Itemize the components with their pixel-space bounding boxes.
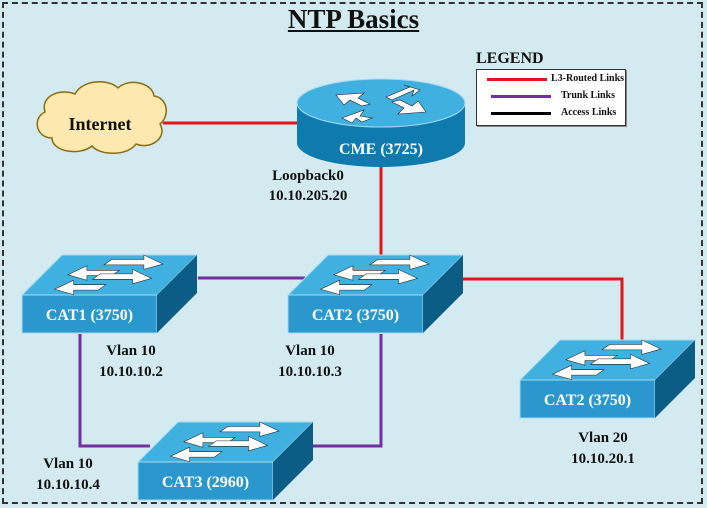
- switch-side: [423, 255, 463, 333]
- links: [78, 121, 624, 448]
- link-cat1-cat3: [78, 334, 150, 448]
- cloud-icon: [36, 81, 167, 154]
- switch-cat2b[interactable]: CAT2 (3750): [518, 339, 697, 419]
- cat2b-label: CAT2 (3750): [544, 392, 631, 409]
- cme-info-line2: 10.10.205.20: [269, 188, 348, 204]
- legend-item-trunk: Trunk Links: [477, 89, 625, 105]
- legend-routed-line: [487, 78, 547, 81]
- legend-access-label: Access Links: [561, 107, 617, 118]
- router-arrows-icon: [335, 84, 427, 124]
- diagram-title: NTP Basics: [287, 4, 420, 34]
- cat3-info-line1: Vlan 10: [43, 456, 93, 472]
- switch-cat2[interactable]: CAT2 (3750): [286, 254, 465, 334]
- switch-side: [273, 422, 313, 500]
- cat1-label: CAT1 (3750): [46, 307, 133, 324]
- switch-side: [655, 340, 695, 418]
- cat2-info-line1: Vlan 10: [285, 343, 335, 359]
- cme-label: CME (3725): [339, 141, 423, 158]
- cat2b-info-line1: Vlan 20: [578, 430, 628, 446]
- cat1-info-line2: 10.10.10.2: [99, 364, 163, 380]
- cme-info-line1: Loopback0: [272, 168, 344, 184]
- router-top: [296, 78, 466, 128]
- internet-label: Internet: [69, 114, 132, 134]
- cat2-info-line2: 10.10.10.3: [278, 364, 342, 380]
- cat2b-info-line2: 10.10.20.1: [571, 451, 635, 467]
- cat3-label: CAT3 (2960): [162, 474, 249, 491]
- cat2-label: CAT2 (3750): [312, 307, 399, 324]
- switch-side: [157, 255, 197, 333]
- legend-access-line: [491, 112, 551, 115]
- legend-trunk-label: Trunk Links: [561, 90, 616, 101]
- cat3-info-line2: 10.10.10.4: [36, 477, 100, 493]
- legend-item-access: Access Links: [477, 106, 625, 122]
- switch-front: [519, 379, 656, 419]
- legend-routed-label: L3-Routed Links: [551, 73, 625, 84]
- router-cme[interactable]: CME (3725): [296, 78, 466, 167]
- legend: L3-Routed Links Trunk Links Access Links: [476, 69, 626, 126]
- switch-cat3[interactable]: CAT3 (2960): [136, 421, 315, 501]
- link-cat2-cat2b: [460, 277, 624, 345]
- link-cat2-cat3: [313, 334, 383, 448]
- switch-front: [21, 294, 158, 334]
- switch-front: [137, 461, 274, 501]
- cat1-info-line1: Vlan 10: [106, 343, 156, 359]
- switch-front: [287, 294, 424, 334]
- diagram-border: [2, 2, 703, 504]
- legend-item-routed: L3-Routed Links: [477, 72, 625, 88]
- legend-trunk-line: [491, 95, 551, 98]
- internet-cloud[interactable]: Internet: [36, 81, 167, 154]
- switch-cat1[interactable]: CAT1 (3750): [20, 254, 199, 334]
- legend-title: LEGEND: [476, 50, 544, 67]
